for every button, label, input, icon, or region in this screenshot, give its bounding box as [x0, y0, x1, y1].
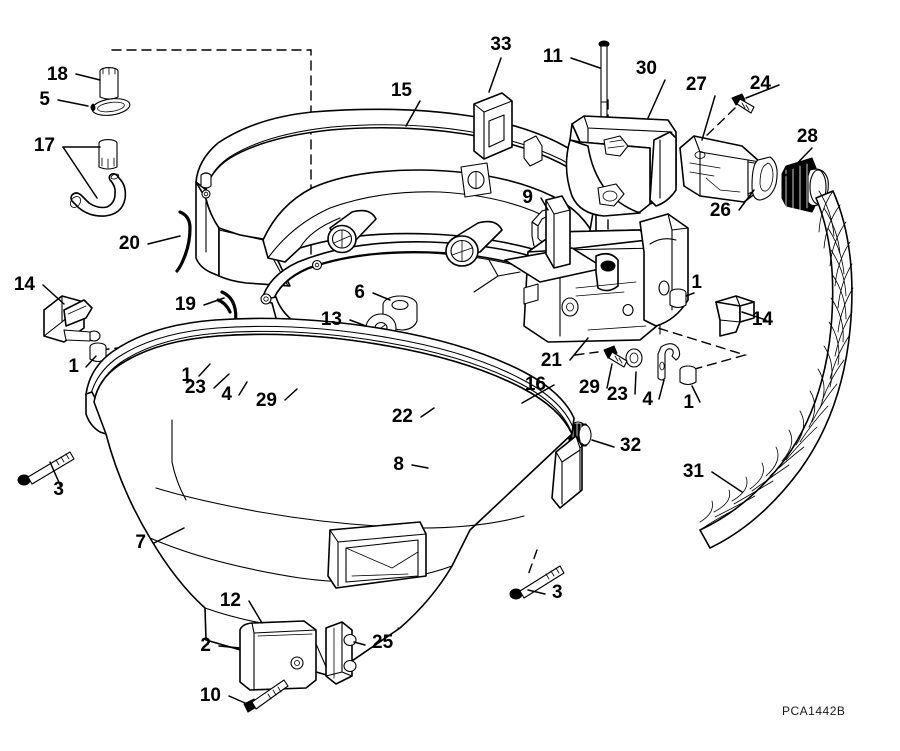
grommet-right-1	[669, 288, 687, 309]
callout-11: 11	[543, 46, 564, 67]
callout-1-a: 1	[68, 356, 79, 377]
part-30-air-intake-cover	[523, 115, 677, 217]
callout-31: 31	[683, 461, 705, 482]
callout-25: 25	[372, 632, 394, 653]
callout-12: 12	[220, 590, 241, 611]
latch-handle-right	[715, 295, 755, 337]
part-25-hinge-bracket	[325, 621, 357, 685]
callout-3-a: 3	[53, 479, 64, 500]
part-7-lower-motor-cover	[85, 317, 583, 677]
callout-18: 18	[47, 64, 68, 85]
hose-braid-pattern	[699, 190, 854, 531]
part-17-curved-hose	[69, 139, 127, 217]
part-33-rectangular-grommet	[473, 92, 513, 160]
part-27-air-duct-elbow	[679, 135, 761, 203]
callout-21: 21	[541, 350, 563, 371]
callout-7: 7	[135, 532, 146, 553]
callout-29-b: 29	[579, 377, 600, 398]
callout-30: 30	[636, 58, 657, 79]
callout-20: 20	[119, 233, 140, 254]
callout-1-c: 1	[683, 392, 694, 413]
latch-handle-left	[43, 295, 101, 343]
callout-27: 27	[686, 74, 707, 95]
callout-13: 13	[321, 309, 342, 330]
part-20-seal-strip-long	[175, 210, 192, 273]
callout-19: 19	[175, 294, 196, 315]
callout-16: 16	[525, 374, 546, 395]
callout-23-a: 23	[185, 377, 206, 398]
grommet-right-2	[679, 365, 697, 386]
part-2-lower-cover-plate	[239, 620, 317, 691]
callout-1-b: 1	[181, 365, 192, 386]
part-14-latch-handle-blocks	[43, 295, 755, 343]
callout-10: 10	[200, 685, 221, 706]
callout-labels: 18 5 17 20 14 1 3 7 19 1 23 4 29 13 6 22…	[14, 34, 818, 706]
callout-9: 9	[522, 187, 533, 208]
part-18-connector-sleeve	[99, 67, 119, 100]
leader-lines	[42, 57, 813, 704]
callout-29-a: 29	[256, 390, 277, 411]
hex-screw-right	[603, 345, 628, 368]
callout-1-d: 1	[691, 272, 702, 293]
drawing-id-label: PCA1442B	[782, 704, 845, 718]
part-21-mounting-bracket-assembly	[504, 195, 689, 343]
callout-4-b: 4	[642, 389, 653, 410]
part-26-gasket-seal	[751, 156, 778, 201]
part-19-seal-strip-short	[216, 290, 238, 324]
latch-hook-right	[657, 343, 681, 381]
callout-2: 2	[200, 635, 211, 656]
callout-23-b: 23	[607, 384, 628, 405]
callout-22: 22	[392, 406, 413, 427]
part-5-clamp-ring	[90, 98, 131, 116]
callout-4-a: 4	[221, 384, 232, 405]
callout-32: 32	[620, 435, 641, 456]
grommet-left-1	[89, 342, 107, 363]
callout-3-b: 3	[552, 582, 563, 603]
part-10-short-screw	[243, 679, 289, 713]
callout-26: 26	[710, 200, 731, 221]
callout-14-left: 14	[14, 274, 36, 295]
part-31-braided-hose	[699, 190, 854, 549]
callout-5: 5	[39, 89, 50, 110]
callout-15: 15	[391, 80, 413, 101]
callout-6: 6	[354, 282, 365, 303]
callout-14-right: 14	[752, 309, 774, 330]
part-24-small-screw	[731, 93, 755, 114]
callout-17: 17	[34, 135, 55, 156]
callout-24: 24	[750, 73, 772, 94]
long-screw-left	[17, 451, 75, 486]
callout-28: 28	[797, 126, 818, 147]
callout-33: 33	[490, 34, 511, 55]
callout-8: 8	[393, 454, 404, 475]
